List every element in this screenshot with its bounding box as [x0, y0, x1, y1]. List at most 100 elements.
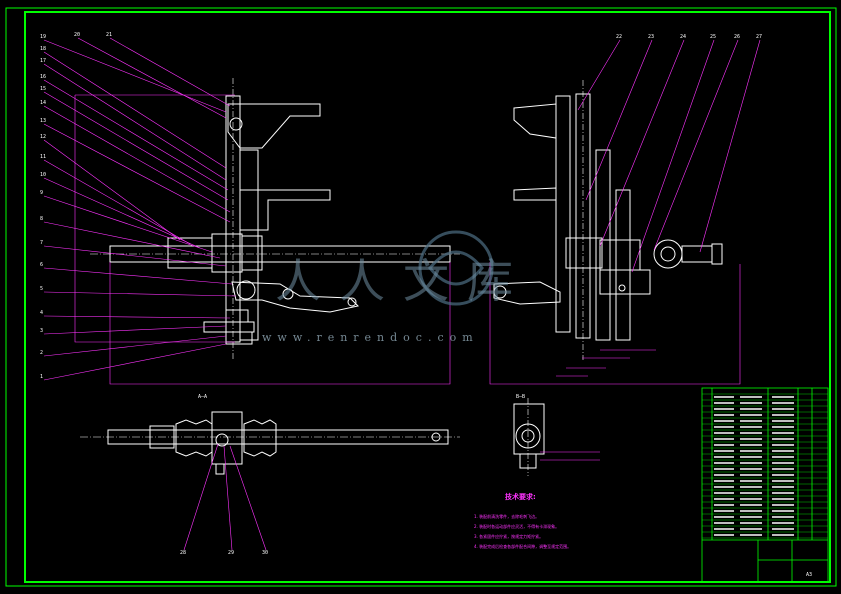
- bom-cell-text: [772, 402, 794, 404]
- part-number-1: 1: [40, 374, 44, 380]
- bom-cell-text: [772, 456, 794, 458]
- part-number-19: 19: [40, 34, 47, 40]
- section-a-a: [80, 411, 460, 475]
- bom-cell-text: [772, 450, 794, 452]
- part-number-26: 26: [734, 34, 741, 40]
- main-view-right: [489, 80, 741, 385]
- bom-cell-text: [714, 480, 734, 482]
- main-view-left: [74, 78, 460, 385]
- bom-cell-text: [772, 522, 794, 524]
- bom-cell-text: [714, 504, 734, 506]
- bom-cell-text: [740, 516, 762, 518]
- bom-cell-text: [714, 414, 734, 416]
- bom-cell-text: [714, 438, 734, 440]
- bom-cell-text: [740, 504, 762, 506]
- bom-cell-text: [772, 534, 794, 536]
- bom-cell-text: [740, 492, 762, 494]
- bom-cell-text: [740, 408, 762, 410]
- bom-cell-text: [772, 474, 794, 476]
- part-number-14: 14: [40, 100, 47, 106]
- bom-cell-text: [714, 420, 734, 422]
- bom-cell-text: [714, 474, 734, 476]
- bom-table-rows: [702, 393, 828, 539]
- leaders-b-b: [540, 451, 600, 461]
- watermark-chinese: 人人文库: [275, 254, 531, 308]
- bom-cell-text: [772, 468, 794, 470]
- bom-cell-text: [772, 510, 794, 512]
- bom-cell-text: [714, 408, 734, 410]
- bom-cell-text: [714, 498, 734, 500]
- bom-cell-text: [714, 426, 734, 428]
- bom-cell-text: [740, 486, 762, 488]
- tech-item-1: 1. 装配前清洗零件，去除毛刺飞边。: [474, 514, 540, 519]
- watermark-url: www.renrendoc.com: [262, 331, 479, 344]
- part-number-7: 7: [40, 240, 44, 246]
- part-number-5: 5: [40, 286, 44, 292]
- bom-cell-text: [714, 444, 734, 446]
- watermark-logo: [418, 230, 494, 306]
- outer-frame: [5, 7, 837, 587]
- bom-cell-text: [772, 504, 794, 506]
- bom-cell-text: [714, 510, 734, 512]
- bom-cell-text: [714, 468, 734, 470]
- bom-cell-text: [740, 396, 762, 398]
- part-number-23: 23: [648, 34, 655, 40]
- tech-requirements-title: 技术要求:: [505, 493, 536, 501]
- title-block: [701, 387, 829, 583]
- bom-cell-text: [772, 432, 794, 434]
- bom-cell-text: [740, 420, 762, 422]
- bom-cell-text: [714, 486, 734, 488]
- part-number-12: 12: [40, 134, 47, 140]
- part-number-24: 24: [680, 34, 687, 40]
- bom-cell-text: [714, 456, 734, 458]
- section-b-b: [513, 398, 545, 476]
- bom-cell-text: [772, 480, 794, 482]
- bom-cell-text: [714, 396, 734, 398]
- bom-cell-text: [714, 522, 734, 524]
- part-number-2: 2: [40, 350, 44, 356]
- bom-cell-text: [740, 444, 762, 446]
- part-number-15: 15: [40, 86, 47, 92]
- part-number-27: 27: [756, 34, 763, 40]
- bom-cell-text: [740, 462, 762, 464]
- part-number-29: 29: [228, 550, 235, 556]
- bom-cell-text: [740, 498, 762, 500]
- bom-cell-text: [740, 414, 762, 416]
- part-number-25: 25: [710, 34, 717, 40]
- bom-cell-text: [740, 456, 762, 458]
- bom-cell-text: [714, 450, 734, 452]
- bom-cell-text: [714, 462, 734, 464]
- part-number-11: 11: [40, 154, 47, 160]
- bom-cell-text: [740, 432, 762, 434]
- bom-cell-text: [740, 438, 762, 440]
- part-number-20: 20: [74, 32, 81, 38]
- bom-cell-text: [740, 474, 762, 476]
- tech-item-4: 4. 装配完成后检查各部件配合间隙，调整至规定范围。: [474, 544, 572, 549]
- bom-cell-text: [740, 528, 762, 530]
- bom-cell-text: [714, 534, 734, 536]
- leaders-a-a: [183, 443, 267, 551]
- bom-cell-text: [772, 492, 794, 494]
- bom-cell-text: [772, 396, 794, 398]
- bom-cell-text: [740, 402, 762, 404]
- bom-cell-text: [740, 426, 762, 428]
- part-number-16: 16: [40, 74, 47, 80]
- title-block-scale: A3: [806, 572, 813, 578]
- tech-item-3: 3. 各紧固件应拧紧，按规定力矩拧紧。: [474, 534, 544, 539]
- bom-cell-text: [772, 516, 794, 518]
- part-number-6: 6: [40, 262, 44, 268]
- bom-cell-text: [772, 408, 794, 410]
- section-a-a-label: A—A: [198, 394, 208, 400]
- leaders-right: [556, 39, 761, 377]
- bom-cell-text: [772, 528, 794, 530]
- section-b-b-label: B—B: [516, 394, 526, 400]
- bom-cell-text: [714, 492, 734, 494]
- bom-cell-text: [772, 426, 794, 428]
- part-number-10: 10: [40, 172, 47, 178]
- bom-cell-text: [772, 438, 794, 440]
- bom-cell-text: [772, 420, 794, 422]
- bom-table-cells: [714, 396, 794, 536]
- bom-cell-text: [740, 468, 762, 470]
- bom-cell-text: [740, 510, 762, 512]
- part-number-22: 22: [616, 34, 623, 40]
